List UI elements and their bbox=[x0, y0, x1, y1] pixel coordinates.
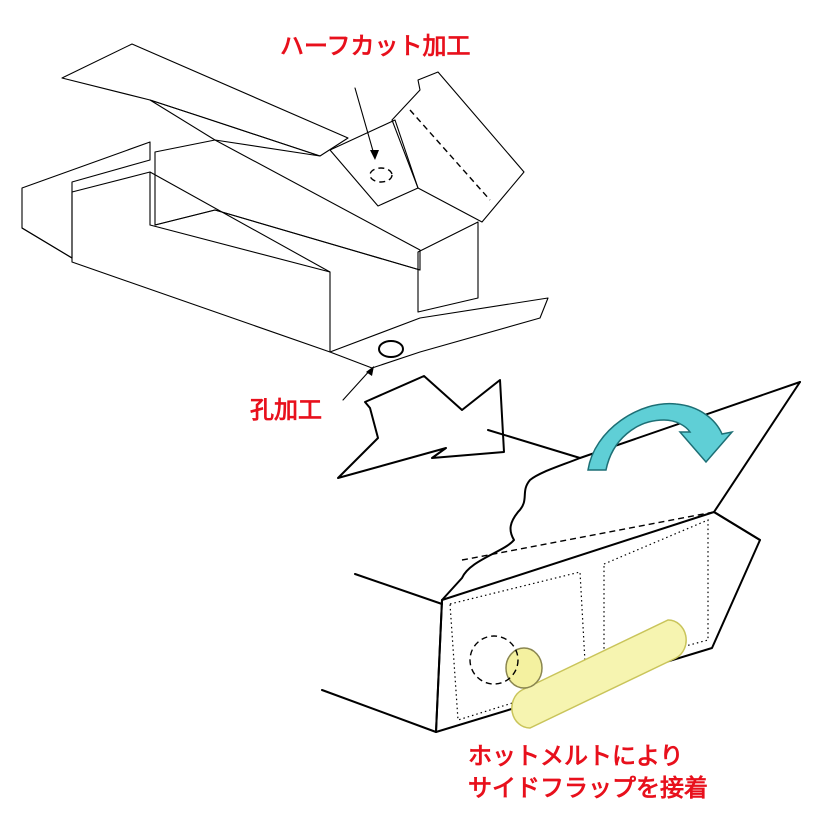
lid-flap bbox=[61, 43, 349, 157]
hot-melt-label: ホットメルトにより サイドフラップを接着 bbox=[468, 744, 708, 808]
side-flap bbox=[391, 71, 525, 223]
process-arrow bbox=[337, 375, 505, 479]
lid-tear-edge bbox=[441, 457, 581, 601]
tube bbox=[511, 619, 687, 729]
half-cut-label: ハーフカット加工 bbox=[280, 32, 471, 60]
front-long-wall bbox=[71, 171, 331, 353]
tube-end bbox=[505, 647, 543, 689]
hot-melt-line1: ホットメルトにより bbox=[468, 742, 684, 770]
lid-flap-lower bbox=[149, 99, 321, 157]
hole-label: 孔加工 bbox=[250, 396, 322, 424]
right-end-wall bbox=[417, 221, 479, 313]
hole-mark bbox=[378, 340, 404, 358]
bottom-tongue bbox=[329, 297, 549, 369]
open-box-top bbox=[21, 43, 549, 401]
half-cut-pointer bbox=[354, 87, 376, 159]
left-end-flap bbox=[21, 141, 151, 259]
tuck-flap bbox=[329, 119, 419, 207]
glue-point-mark bbox=[469, 635, 519, 685]
curved-arrow bbox=[587, 402, 735, 471]
box-front-face bbox=[435, 511, 761, 733]
hole-pointer bbox=[342, 367, 373, 401]
closed-box-bottom bbox=[321, 381, 801, 733]
window-dotted bbox=[449, 571, 587, 721]
half-cut-mark bbox=[369, 167, 393, 183]
hot-melt-line2: サイドフラップを接着 bbox=[468, 774, 708, 802]
